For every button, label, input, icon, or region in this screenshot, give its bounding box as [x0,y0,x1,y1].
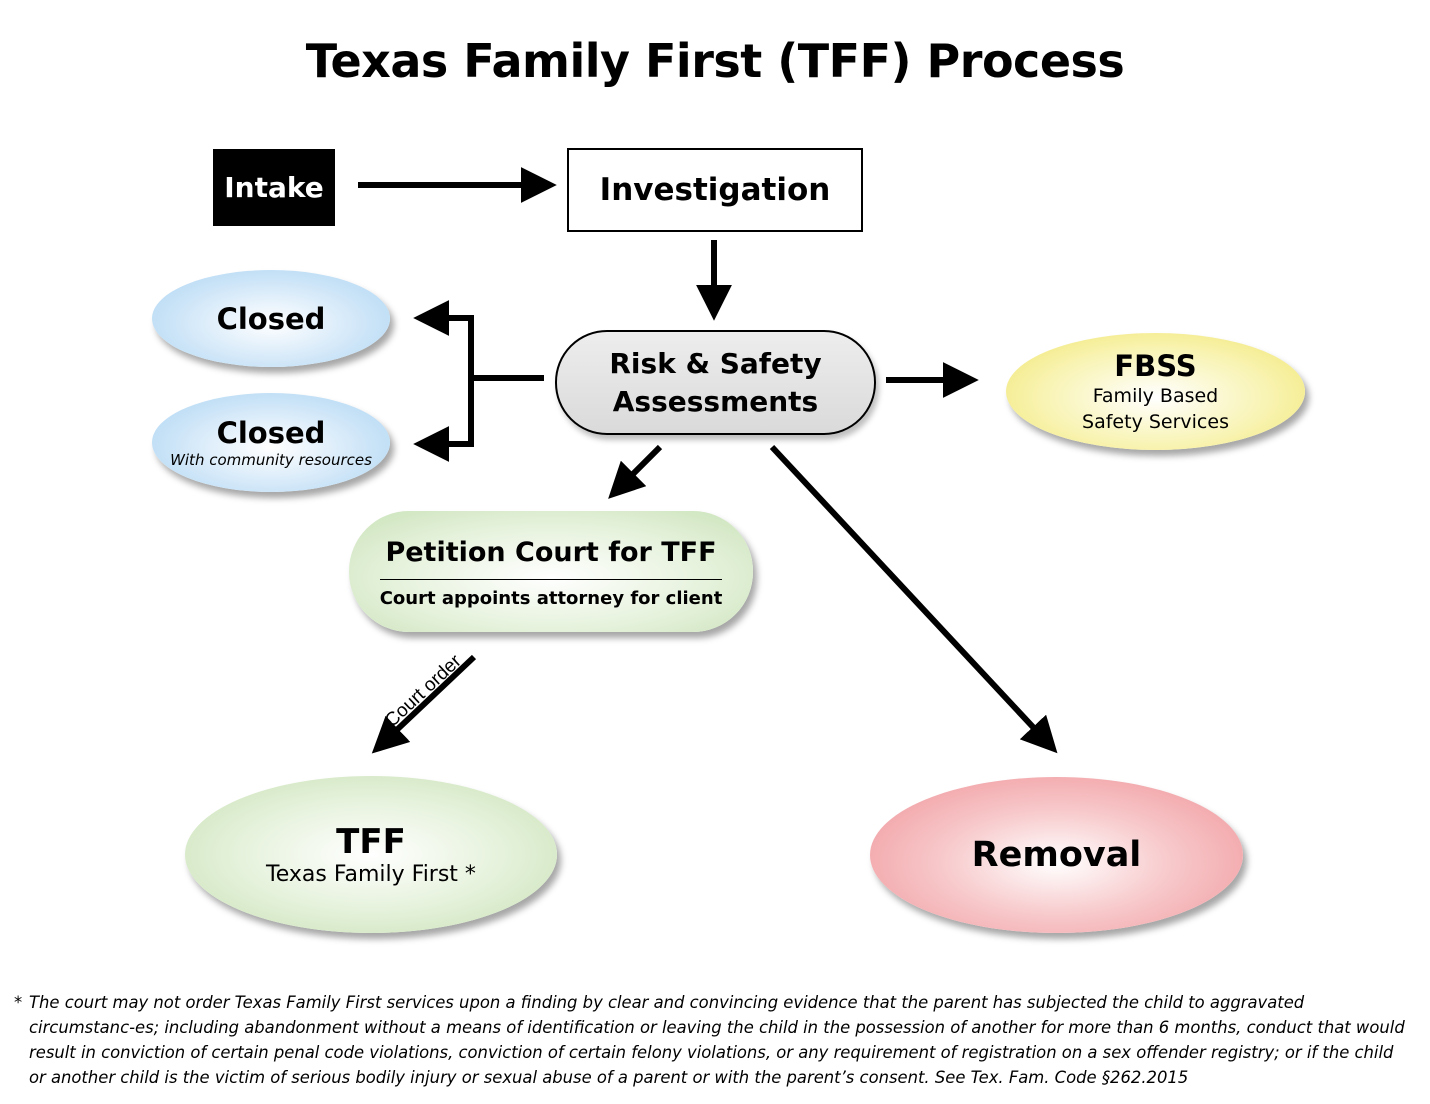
tff-node: TFF Texas Family First * [185,776,557,933]
fbss-label: FBSS [1114,348,1197,383]
fbss-node: FBSS Family Based Safety Services [1006,333,1305,450]
footnote: * The court may not order Texas Family F… [14,990,1414,1090]
bracket-risk-to-closed [427,315,544,447]
fbss-sublabel-line2: Safety Services [1082,410,1229,433]
fbss-sublabel-line1: Family Based [1092,384,1219,407]
diagram-title: Texas Family First (TFF) Process [305,34,1125,88]
investigation-node: Investigation [567,148,863,232]
petition-court-node: Petition Court for TFF Court appoints at… [349,511,753,632]
removal-node: Removal [870,777,1243,933]
footnote-marker: * [14,993,23,1012]
risk-safety-node: Risk & Safety Assessments [555,330,876,435]
intake-node: Intake [213,149,335,226]
arrow-risk-to-removal [769,444,1058,754]
investigation-label: Investigation [599,172,831,208]
removal-label: Removal [971,835,1142,875]
petition-sublabel: Court appoints attorney for client [379,587,723,609]
petition-label: Petition Court for TFF [385,536,717,568]
risk-label-line2: Assessments [612,384,819,418]
intake-label: Intake [224,171,324,204]
court-order-label: Court order [381,650,466,731]
closed-resources-label: Closed [216,415,326,450]
closed-label: Closed [216,301,326,336]
closed-node: Closed [152,270,390,367]
footnote-text: The court may not order Texas Family Fir… [29,993,1405,1087]
closed-resources-sublabel: With community resources [170,450,372,469]
risk-label-line1: Risk & Safety [609,346,822,380]
arrow-risk-to-petition [608,444,663,499]
arrow-petition-to-tff [371,654,477,754]
tff-sublabel: Texas Family First * [266,862,476,887]
petition-divider [380,578,722,580]
tff-label: TFF [336,822,406,862]
closed-resources-node: Closed With community resources [152,393,390,492]
